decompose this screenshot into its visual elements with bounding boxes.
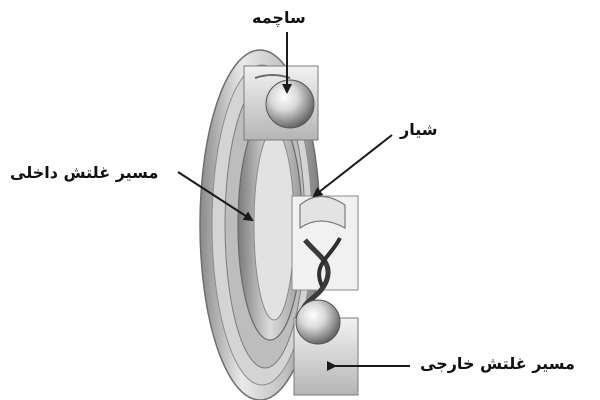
label-outer-race: مسیر غلتش خارجی bbox=[420, 354, 575, 373]
right-section bbox=[291, 195, 359, 396]
bottom-ball bbox=[295, 299, 341, 345]
label-inner-race: مسیر غلتش داخلی bbox=[10, 163, 159, 182]
label-cage: ساچمه bbox=[252, 8, 306, 27]
arrow-groove bbox=[312, 134, 393, 198]
arrow-inner-race bbox=[177, 171, 254, 222]
label-groove: شیار bbox=[400, 120, 438, 139]
top-ball bbox=[265, 79, 315, 129]
arrows bbox=[177, 32, 410, 371]
top-section bbox=[243, 65, 319, 141]
